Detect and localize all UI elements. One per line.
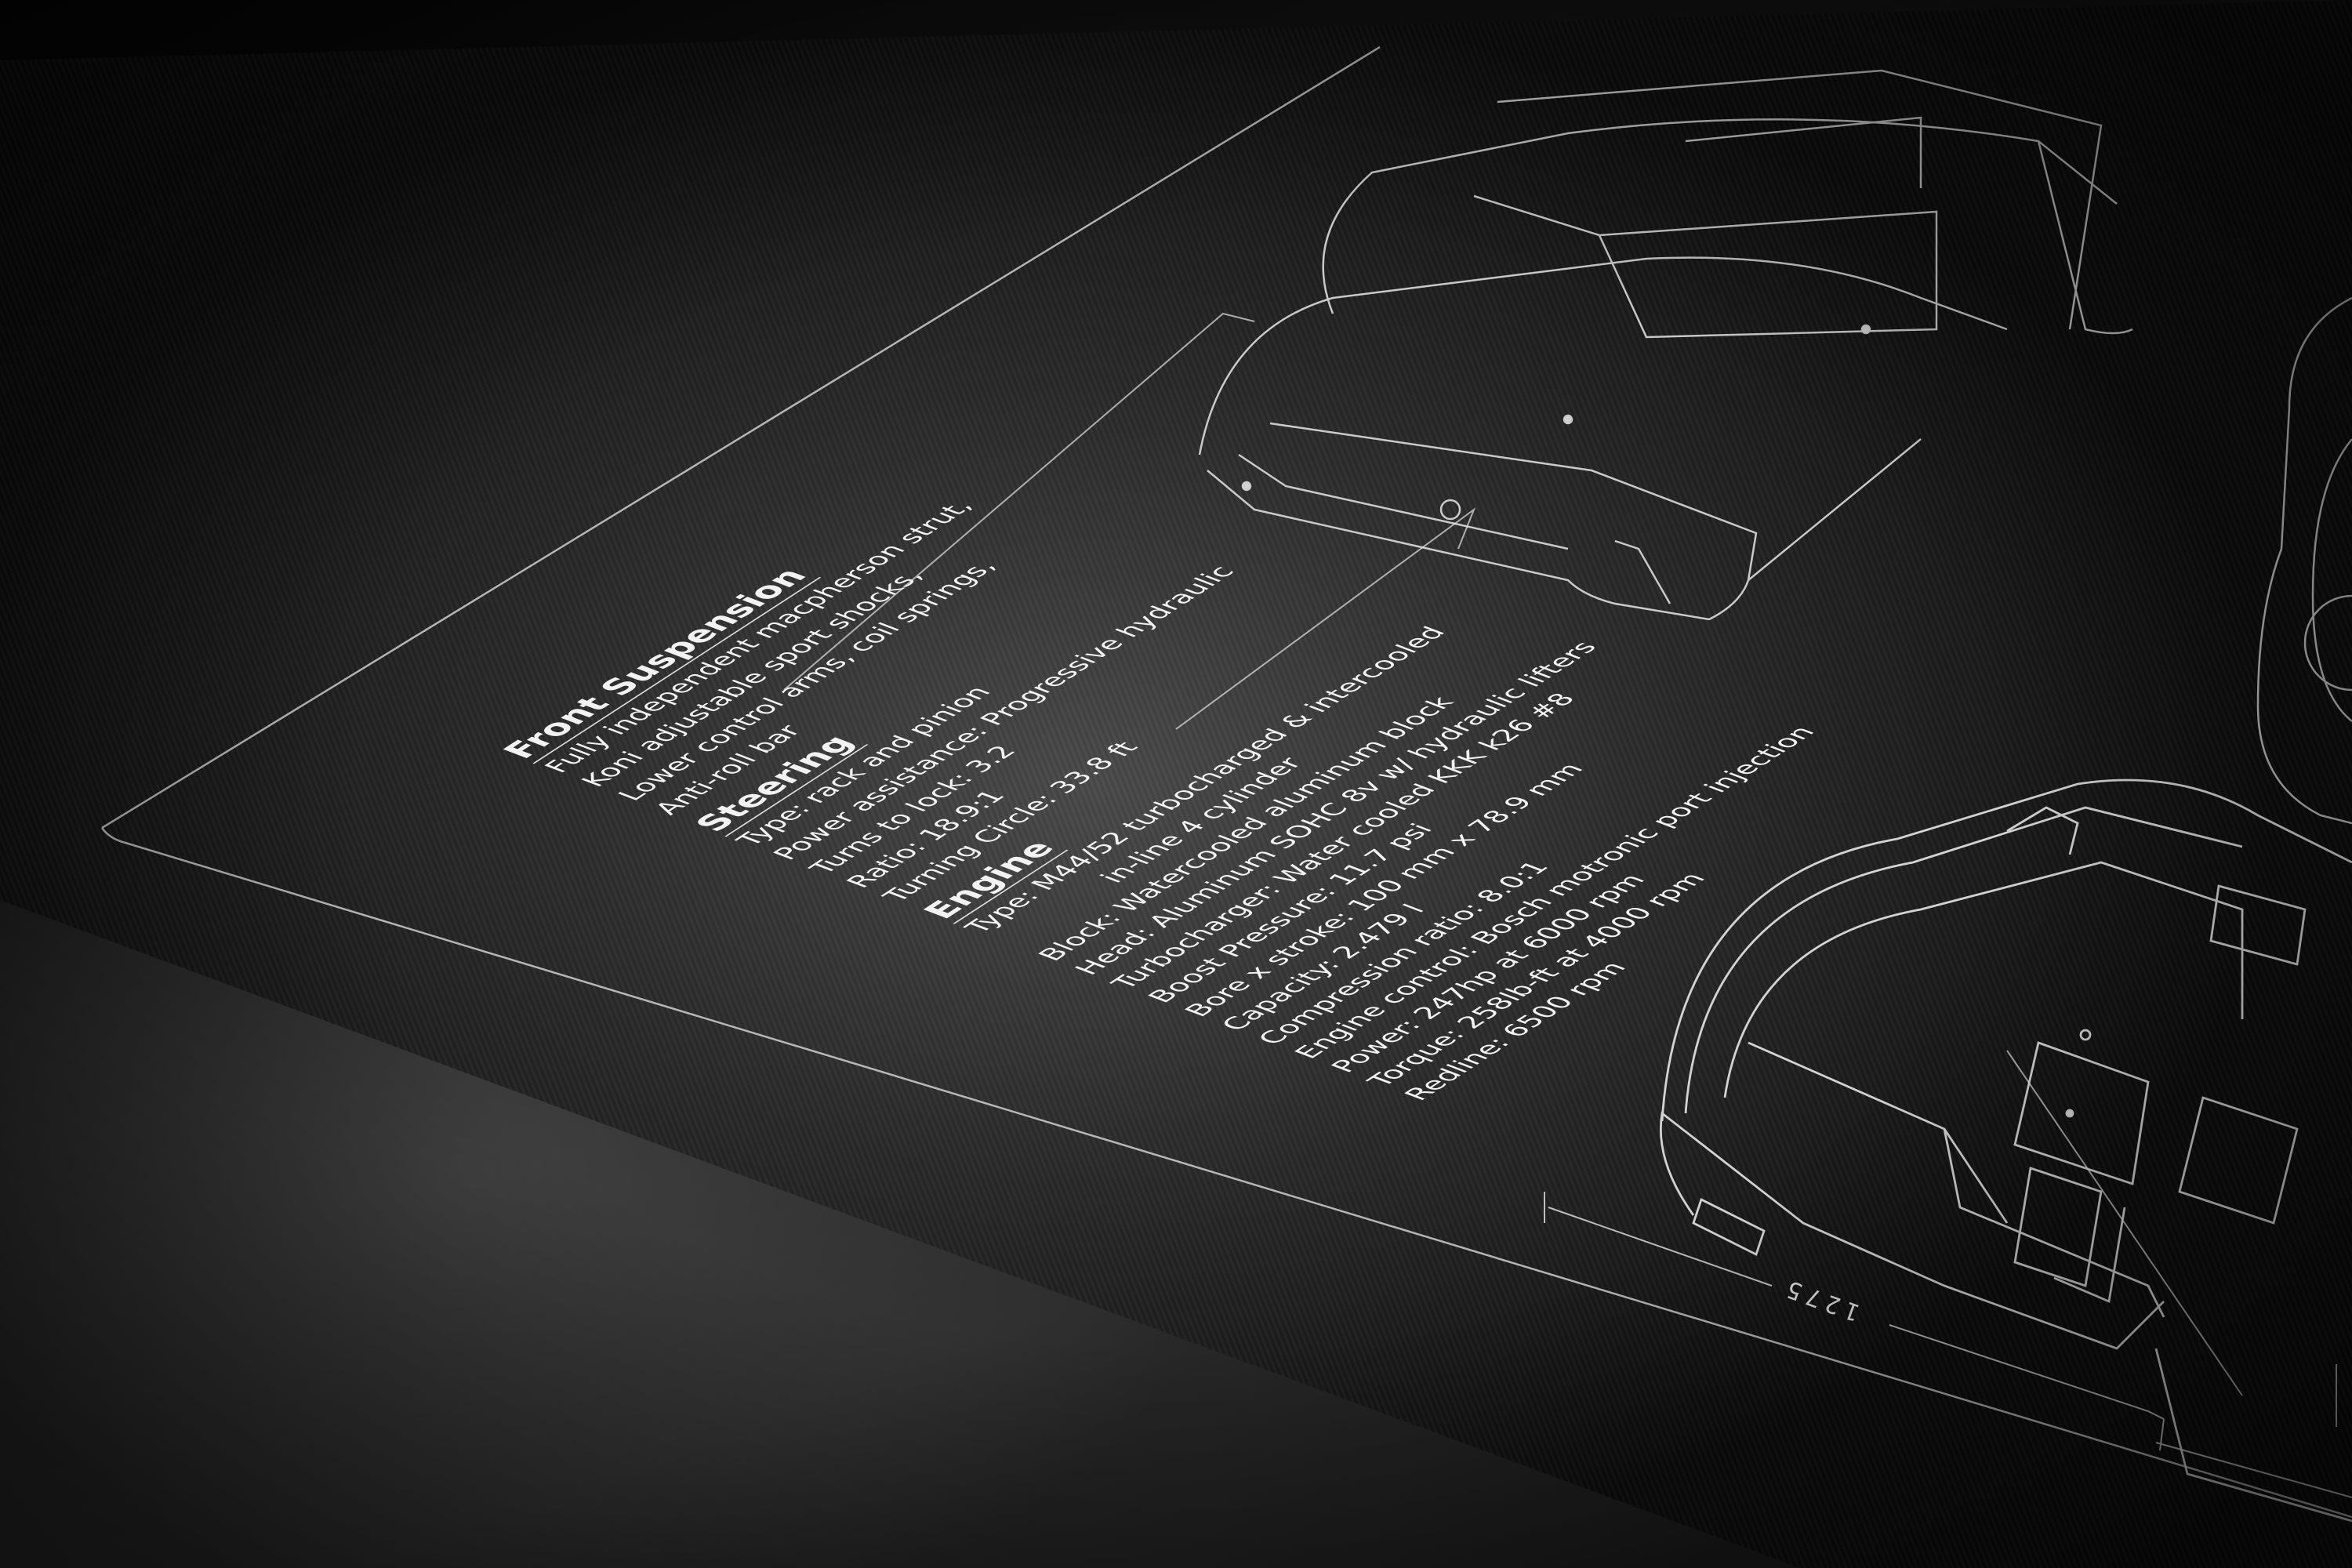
car-rear-view bbox=[1659, 779, 2352, 1523]
dimension-lines bbox=[1544, 1192, 2352, 1498]
car-side-view bbox=[2256, 296, 2352, 825]
car-top-view bbox=[1198, 69, 2133, 621]
